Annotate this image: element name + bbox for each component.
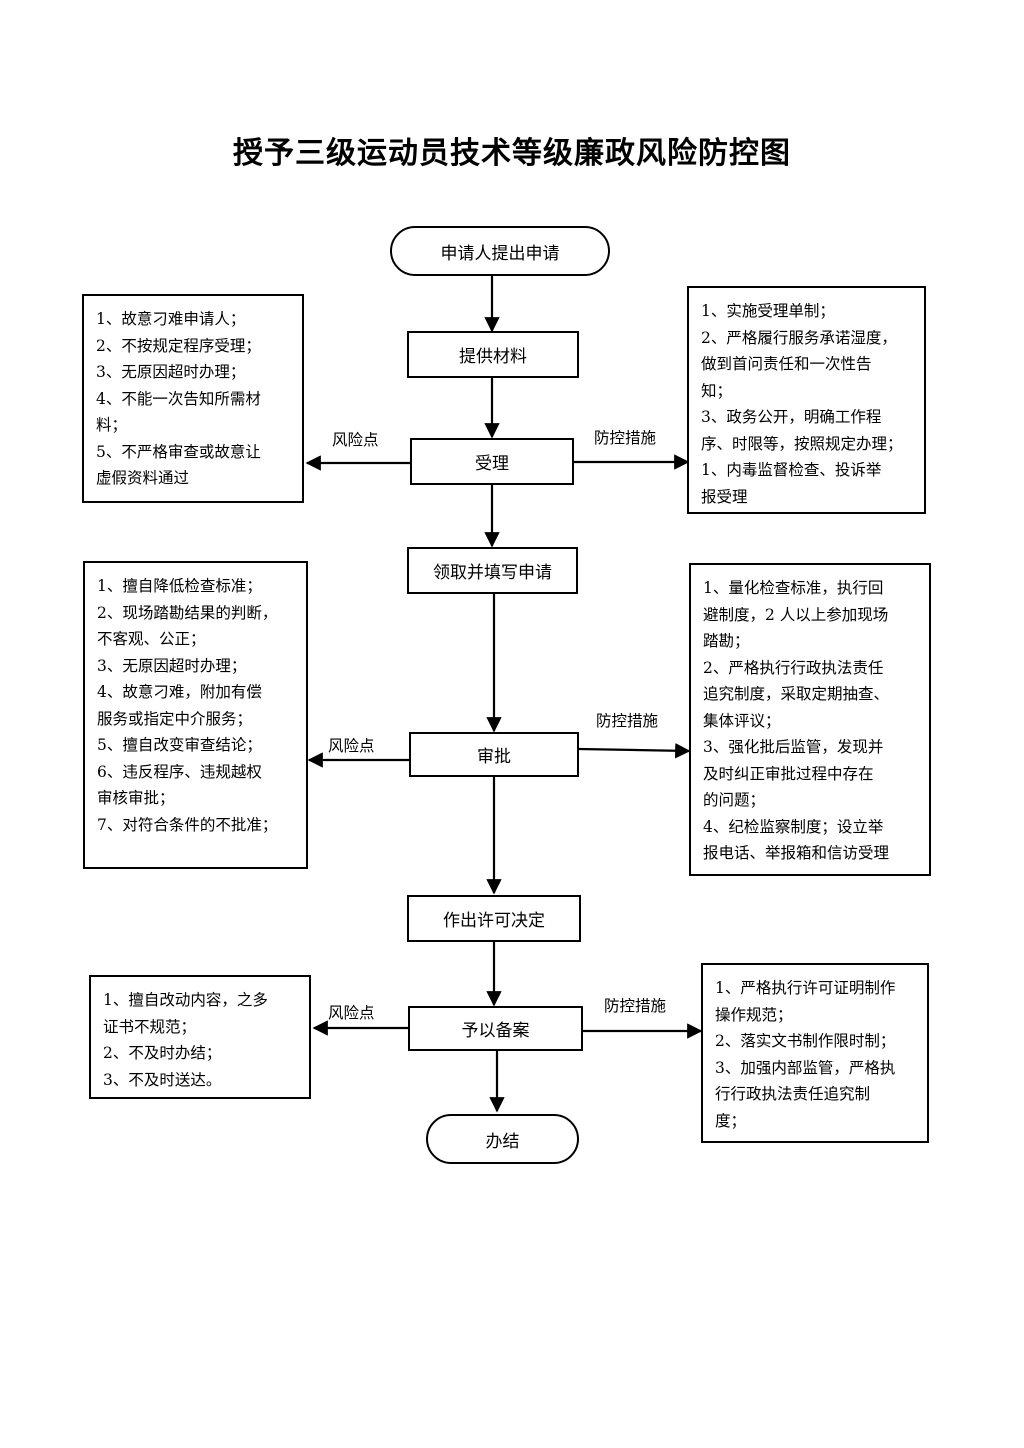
control-line: 的问题； [703, 791, 766, 809]
control-line: 4、纪检监察制度；设立举 [703, 817, 884, 836]
control-line: 3、加强内部监管，严格执 [715, 1058, 896, 1077]
risk-box-record: 1、擅自改动内容，之多 证书不规范； 2、不及时办结； 3、不及时送达。 [89, 975, 311, 1099]
control-box-accept: 1、实施受理单制； 2、严格履行服务承诺湿度， 做到首问责任和一次性告 知； 3… [687, 286, 926, 514]
control-box-record: 1、严格执行许可证明制作 操作规范； 2、落实文书制作限时制； 3、加强内部监管… [701, 963, 929, 1143]
risk-line: 1、故意刁难申请人； [96, 310, 246, 328]
risk-line: 7、对符合条件的不批准； [97, 815, 278, 834]
control-line: 1、内毒监督检查、投诉举 [701, 461, 882, 479]
control-line: 及时纠正审批过程中存在 [703, 764, 874, 783]
control-line: 报电话、举报箱和信访受理 [703, 844, 890, 862]
risk-line: 不客观、公正； [97, 630, 206, 648]
risk-label-approve: 风险点 [328, 737, 375, 755]
control-line: 3、政务公开，明确工作程 [701, 408, 882, 426]
risk-line: 5、擅自改变审查结论； [97, 736, 262, 754]
node-record: 予以备案 [408, 1006, 583, 1051]
node-start: 申请人提出申请 [390, 226, 610, 276]
risk-line: 1、擅自改动内容，之多 [103, 991, 268, 1009]
control-line: 知； [701, 381, 733, 400]
risk-line: 证书不规范； [103, 1017, 197, 1036]
control-line: 避制度，2 人以上参加现场 [703, 605, 889, 624]
risk-line: 2、不按规定程序受理； [96, 336, 261, 355]
node-accept: 受理 [410, 438, 574, 485]
control-line: 报受理 [701, 487, 748, 506]
risk-line: 6、违反程序、违规越权 [97, 762, 262, 781]
control-line: 行行政执法责任追究制 [715, 1085, 871, 1103]
risk-line: 服务或指定中介服务； [97, 709, 253, 728]
control-line: 做到首问责任和一次性告 [701, 355, 872, 373]
risk-label-accept: 风险点 [332, 431, 379, 449]
risk-line: 5、不严格审查或故意让 [96, 442, 261, 461]
control-line: 2、严格执行行政执法责任 [703, 658, 884, 677]
control-line: 2、严格履行服务承诺湿度， [701, 328, 897, 347]
control-line: 踏勘； [703, 632, 750, 650]
node-decision: 作出许可决定 [407, 895, 581, 942]
risk-line: 料； [96, 416, 128, 434]
risk-line: 2、不及时办结； [103, 1044, 222, 1062]
risk-line: 3、不及时送达。 [103, 1070, 222, 1089]
page-title: 授予三级运动员技术等级廉政风险防控图 [233, 136, 791, 171]
control-label-approve: 防控措施 [596, 712, 659, 730]
control-line: 序、时限等，按照规定办理； [701, 434, 903, 453]
node-apply: 领取并填写申请 [407, 547, 578, 594]
control-label-record: 防控措施 [604, 997, 667, 1015]
risk-line: 1、擅自降低检查标准； [97, 577, 262, 595]
control-line: 度； [715, 1111, 747, 1130]
node-approve: 审批 [409, 732, 579, 777]
risk-line: 3、无原因超时办理； [96, 363, 246, 381]
control-box-approve: 1、量化检查标准，执行回 避制度，2 人以上参加现场 踏勘； 2、严格执行行政执… [689, 563, 931, 876]
risk-label-record: 风险点 [328, 1004, 375, 1022]
node-materials: 提供材料 [407, 331, 579, 378]
control-line: 1、量化检查标准，执行回 [703, 579, 884, 597]
risk-line: 4、不能一次告知所需材 [96, 389, 261, 408]
risk-box-approve: 1、擅自降低检查标准； 2、现场踏勘结果的判断， 不客观、公正； 3、无原因超时… [83, 561, 308, 869]
risk-line: 虚假资料通过 [96, 469, 190, 487]
risk-line: 3、无原因超时办理； [97, 656, 247, 675]
control-line: 1、实施受理单制； [701, 302, 835, 320]
risk-line: 4、故意刁难，附加有偿 [97, 683, 262, 701]
control-line: 3、强化批后监管，发现并 [703, 738, 884, 756]
control-line: 集体评议； [703, 711, 781, 730]
node-end: 办结 [426, 1114, 579, 1164]
control-label-accept: 防控措施 [594, 429, 657, 447]
risk-box-accept: 1、故意刁难申请人； 2、不按规定程序受理； 3、无原因超时办理； 4、不能一次… [82, 294, 304, 503]
risk-line: 2、现场踏勘结果的判断， [97, 603, 278, 622]
control-line: 操作规范； [715, 1005, 793, 1024]
arrow-approve-control [578, 743, 691, 759]
control-line: 1、严格执行许可证明制作 [715, 979, 896, 997]
control-line: 追究制度，采取定期抽查、 [703, 685, 890, 703]
risk-line: 审核审批； [97, 789, 175, 807]
control-line: 2、落实文书制作限时制； [715, 1032, 896, 1050]
